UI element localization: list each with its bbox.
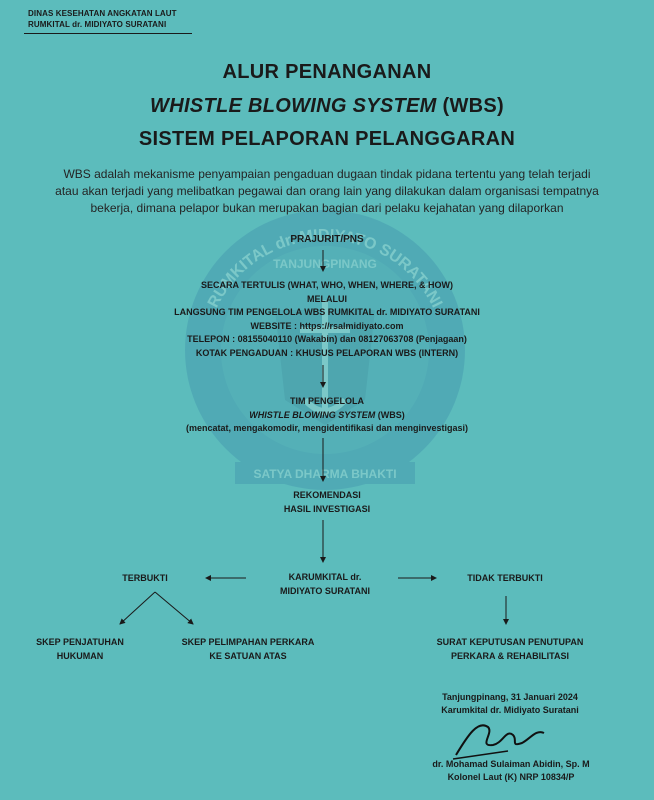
node-outcome-closure: SURAT KEPUTUSAN PENUTUPAN PERKARA & REHA… [400,636,620,663]
title-line-3: SISTEM PELAPORAN PELANGGARAN [138,128,516,150]
node-decision-maker: KARUMKITAL dr. MIDIYATO SURATANI [250,571,400,598]
channel-line-3: LANGSUNG TIM PENGELOLA WBS RUMKITAL dr. … [174,307,480,317]
outcome-2-line-1: SKEP PELIMPAHAN PERKARA [181,637,315,647]
title-line-1: ALUR PENANGANAN [222,61,432,83]
node-proven: TERBUKTI [122,573,168,583]
team-line-2: WHISTLE BLOWING SYSTEM (WBS) [0,409,654,423]
intro-line-3: bekerja, dimana pelapor bukan merupakan … [90,201,564,215]
anchor-icon [300,300,350,415]
node-reporter: PRAJURIT/PNS [290,234,364,245]
outcome-3-line-1: SURAT KEPUTUSAN PENUTUPAN [436,637,584,647]
signature-place-date: Tanjungpinang, 31 Januari 2024 [442,692,578,702]
decision-line-2: MIDIYATO SURATANI [279,585,370,596]
node-recommendation: REKOMENDASI HASIL INVESTIGASI [0,489,654,516]
arrow-proven-to-transfer [154,591,194,625]
outcome-3-line-2: PERKARA & REHABILITASI [450,650,569,661]
title-line-2: WHISTLE BLOWING SYSTEM (WBS) [0,95,654,118]
header-divider [24,33,192,34]
recommendation-line-2: HASIL INVESTIGASI [283,503,371,514]
emblem-watermark: RUMKITAL dr. MIDIYATO SURATANI TANJUNGPI… [185,210,465,490]
shield-icon [275,310,375,425]
channel-line-2: MELALUI [307,293,347,304]
outcome-1-line-1: SKEP PENJATUHAN [36,637,124,647]
node-channel: SECARA TERTULIS (WHAT, WHO, WHEN, WHERE,… [0,279,654,360]
team-line-1: TIM PENGELOLA [290,396,364,406]
signature-position: Karumkital dr. Midiyato Suratani [441,705,579,715]
signature-rank: Kolonel Laut (K) NRP 10834/P [447,772,575,782]
outcome-1-line-2: HUKUMAN [56,650,104,661]
node-outcome-punishment: SKEP PENJATUHAN HUKUMAN [10,636,150,663]
recommendation-line-1: REKOMENDASI [293,490,361,500]
outcome-2-line-2: KE SATUAN ATAS [209,650,287,661]
node-team: TIM PENGELOLA WHISTLE BLOWING SYSTEM (WB… [0,395,654,436]
intro-line-1: WBS adalah mekanisme penyampaian pengadu… [63,167,591,181]
decision-line-1: KARUMKITAL dr. [288,572,362,582]
title-italic: WHISTLE BLOWING SYSTEM [150,95,437,117]
header-hospital: RUMKITAL dr. MIDIYATO SURATANI [28,20,167,29]
header-agency: DINAS KESEHATAN ANGKATAN LAUT [28,9,177,18]
emblem-motto: SATYA DHARMA BHAKTI [253,467,396,481]
arrow-proven-to-punishment [119,591,156,625]
channel-website: WEBSITE : https://rsalmidiyato.com [250,320,404,331]
team-suffix: (WBS) [375,409,405,420]
team-line-3: (mencatat, mengakomodir, mengidentifikas… [185,423,469,433]
signature-name: dr. Mohamad Sulaiman Abidin, Sp. M [432,759,590,769]
channel-box: KOTAK PENGADUAN : KHUSUS PELAPORAN WBS (… [195,347,459,358]
node-outcome-transfer: SKEP PELIMPAHAN PERKARA KE SATUAN ATAS [148,636,348,663]
channel-phone: TELEPON : 08155040110 (Wakabin) dan 0812… [187,334,467,344]
intro-line-2: atau akan terjadi yang melibatkan pegawa… [55,184,599,198]
node-not-proven: TIDAK TERBUKTI [467,573,543,583]
channel-line-1: SECARA TERTULIS (WHAT, WHO, WHEN, WHERE,… [201,280,453,290]
emblem-sub-text: TANJUNGPINANG [273,257,377,271]
intro-paragraph: WBS adalah mekanisme penyampaian pengadu… [14,166,640,217]
handwritten-signature [452,724,545,760]
team-italic: WHISTLE BLOWING SYSTEM [249,409,376,420]
title-suffix: (WBS) [436,95,504,117]
